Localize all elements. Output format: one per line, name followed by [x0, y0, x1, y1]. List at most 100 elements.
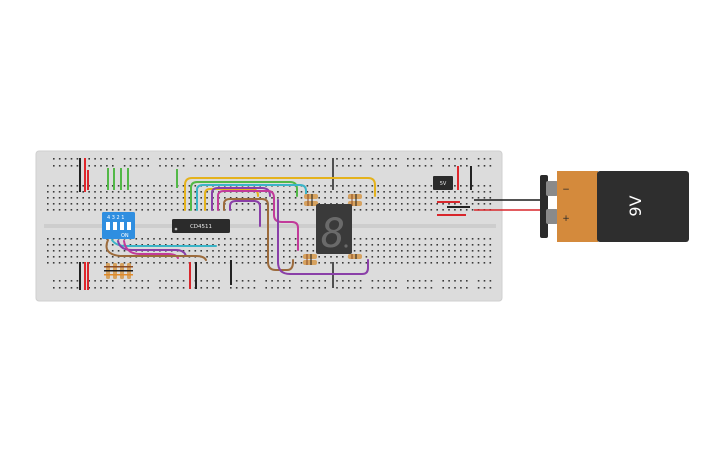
breadboard-hole[interactable]: [324, 185, 326, 187]
breadboard-hole[interactable]: [471, 203, 474, 205]
breadboard-hole[interactable]: [170, 203, 173, 205]
breadboard-hole[interactable]: [112, 287, 114, 289]
breadboard-hole[interactable]: [336, 197, 338, 199]
breadboard-hole[interactable]: [330, 262, 332, 264]
breadboard-hole[interactable]: [465, 197, 468, 199]
breadboard-hole[interactable]: [58, 244, 61, 246]
breadboard-hole[interactable]: [141, 158, 144, 160]
breadboard-hole[interactable]: [436, 262, 438, 264]
breadboard-hole[interactable]: [288, 262, 291, 264]
breadboard-hole[interactable]: [353, 238, 356, 240]
breadboard-hole[interactable]: [395, 238, 397, 240]
breadboard-hole[interactable]: [182, 287, 185, 289]
breadboard-hole[interactable]: [123, 280, 126, 282]
breadboard-hole[interactable]: [336, 165, 338, 167]
breadboard-hole[interactable]: [424, 165, 427, 167]
breadboard-hole[interactable]: [353, 191, 356, 193]
breadboard-hole[interactable]: [318, 165, 321, 167]
breadboard-hole[interactable]: [300, 165, 303, 167]
breadboard-hole[interactable]: [235, 280, 238, 282]
breadboard-hole[interactable]: [477, 280, 480, 282]
breadboard-hole[interactable]: [100, 197, 102, 199]
breadboard-hole[interactable]: [330, 191, 332, 193]
breadboard-hole[interactable]: [389, 185, 391, 187]
breadboard-hole[interactable]: [430, 203, 433, 205]
breadboard-hole[interactable]: [206, 256, 208, 258]
breadboard-hole[interactable]: [141, 287, 144, 289]
breadboard-hole[interactable]: [106, 262, 108, 264]
breadboard-hole[interactable]: [342, 197, 344, 199]
breadboard-hole[interactable]: [76, 197, 79, 199]
breadboard-hole[interactable]: [460, 158, 462, 160]
breadboard-hole[interactable]: [318, 185, 320, 187]
breadboard-hole[interactable]: [111, 191, 114, 193]
breadboard-hole[interactable]: [52, 203, 55, 205]
breadboard-hole[interactable]: [365, 197, 368, 199]
breadboard-hole[interactable]: [406, 250, 409, 252]
breadboard-hole[interactable]: [94, 250, 96, 252]
breadboard-hole[interactable]: [283, 191, 285, 193]
breadboard-hole[interactable]: [283, 197, 285, 199]
breadboard-hole[interactable]: [112, 158, 114, 160]
breadboard-hole[interactable]: [448, 262, 450, 264]
breadboard-hole[interactable]: [401, 244, 403, 246]
breadboard-hole[interactable]: [418, 280, 421, 282]
breadboard-hole[interactable]: [371, 165, 374, 167]
breadboard-hole[interactable]: [412, 287, 415, 289]
breadboard-hole[interactable]: [418, 158, 421, 160]
breadboard-hole[interactable]: [200, 250, 202, 252]
breadboard-hole[interactable]: [271, 250, 273, 252]
breadboard-hole[interactable]: [412, 280, 415, 282]
breadboard-hole[interactable]: [106, 191, 108, 193]
breadboard-hole[interactable]: [371, 287, 374, 289]
breadboard-hole[interactable]: [47, 262, 49, 264]
breadboard-hole[interactable]: [401, 238, 403, 240]
breadboard-hole[interactable]: [153, 238, 155, 240]
breadboard-hole[interactable]: [70, 165, 73, 167]
breadboard-hole[interactable]: [389, 287, 391, 289]
breadboard-hole[interactable]: [483, 244, 486, 246]
breadboard-hole[interactable]: [129, 209, 132, 211]
breadboard-hole[interactable]: [182, 250, 185, 252]
breadboard-hole[interactable]: [147, 203, 149, 205]
breadboard-hole[interactable]: [218, 256, 220, 258]
breadboard-hole[interactable]: [212, 158, 214, 160]
breadboard-hole[interactable]: [64, 262, 67, 264]
breadboard-hole[interactable]: [483, 203, 486, 205]
breadboard-hole[interactable]: [135, 197, 138, 199]
breadboard-hole[interactable]: [229, 238, 232, 240]
breadboard-hole[interactable]: [64, 280, 67, 282]
breadboard-hole[interactable]: [324, 262, 326, 264]
breadboard-hole[interactable]: [106, 203, 108, 205]
breadboard-hole[interactable]: [471, 250, 474, 252]
breadboard-hole[interactable]: [300, 158, 303, 160]
breadboard-hole[interactable]: [100, 262, 102, 264]
breadboard-hole[interactable]: [359, 262, 362, 264]
breadboard-hole[interactable]: [52, 256, 55, 258]
breadboard-hole[interactable]: [359, 238, 362, 240]
breadboard-hole[interactable]: [294, 262, 297, 264]
breadboard-hole[interactable]: [235, 256, 238, 258]
breadboard-hole[interactable]: [294, 203, 297, 205]
dip-switch-lever-2[interactable]: [120, 222, 124, 230]
breadboard-hole[interactable]: [129, 197, 132, 199]
breadboard-hole[interactable]: [182, 191, 185, 193]
breadboard-hole[interactable]: [106, 280, 108, 282]
breadboard-hole[interactable]: [353, 287, 356, 289]
breadboard-hole[interactable]: [47, 185, 49, 187]
breadboard-hole[interactable]: [477, 244, 480, 246]
breadboard-hole[interactable]: [401, 203, 403, 205]
breadboard-hole[interactable]: [430, 197, 433, 199]
breadboard-hole[interactable]: [271, 238, 273, 240]
breadboard-hole[interactable]: [324, 197, 326, 199]
breadboard-hole[interactable]: [294, 250, 297, 252]
breadboard-hole[interactable]: [471, 185, 474, 187]
breadboard-hole[interactable]: [401, 191, 403, 193]
breadboard-hole[interactable]: [253, 287, 256, 289]
breadboard-hole[interactable]: [194, 185, 197, 187]
breadboard-hole[interactable]: [135, 203, 138, 205]
breadboard-hole[interactable]: [58, 238, 61, 240]
breadboard-hole[interactable]: [70, 238, 73, 240]
breadboard-hole[interactable]: [359, 250, 362, 252]
breadboard-hole[interactable]: [477, 197, 480, 199]
